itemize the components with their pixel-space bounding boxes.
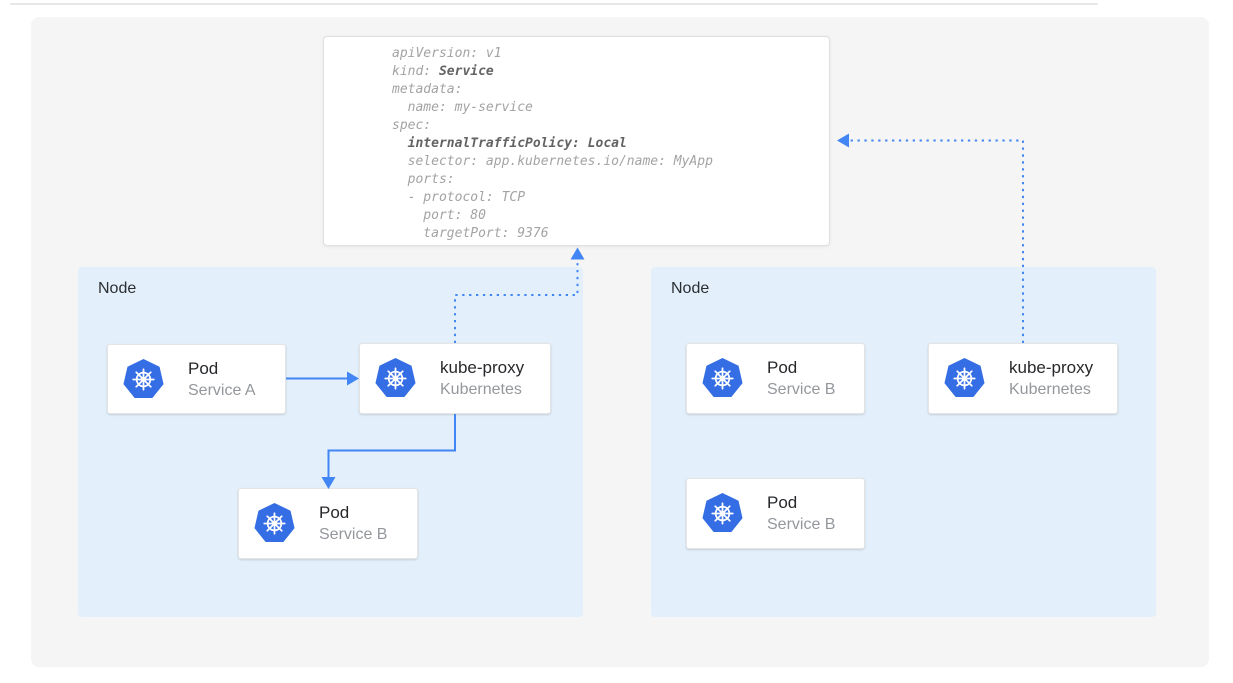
- kube-proxy-box-left: kube-proxy Kubernetes: [359, 343, 551, 414]
- code-segment-plain: kind:: [392, 64, 439, 79]
- box-title: Pod: [188, 358, 219, 378]
- node-label: Node: [98, 280, 137, 297]
- node-right: Node Pod Service B kube-proxy Kubernetes…: [651, 267, 1156, 617]
- box-subtitle: Service B: [767, 381, 836, 398]
- top-divider-line: [10, 3, 1098, 5]
- code-segment-plain: apiVersion: v1: [392, 46, 502, 61]
- kubernetes-icon: [374, 357, 417, 398]
- pod-box-service-b-bottom: Pod Service B: [686, 478, 865, 549]
- box-text: kube-proxy Kubernetes: [440, 357, 524, 400]
- yaml-line: - protocol: TCP: [392, 189, 829, 207]
- kube-proxy-box-right: kube-proxy Kubernetes: [928, 343, 1118, 414]
- yaml-line: apiVersion: v1: [392, 45, 829, 63]
- box-text: Pod Service B: [767, 492, 835, 535]
- code-segment-plain: [392, 136, 408, 151]
- box-subtitle: Kubernetes: [440, 381, 522, 398]
- code-segment-bold: Service: [438, 64, 494, 79]
- node-label: Node: [671, 280, 710, 297]
- code-segment-plain: - protocol: TCP: [392, 190, 526, 205]
- yaml-line: name: my-service: [392, 99, 829, 117]
- box-text: kube-proxy Kubernetes: [1009, 357, 1093, 400]
- code-segment-plain: name: my-service: [392, 100, 533, 115]
- kubernetes-icon: [253, 502, 296, 543]
- pod-box-service-b-top: Pod Service B: [686, 343, 865, 414]
- yaml-line: kind: Service: [392, 63, 829, 81]
- code-segment-plain: selector: app.kubernetes.io/name: MyApp: [392, 154, 713, 169]
- yaml-line: internalTrafficPolicy: Local: [392, 135, 829, 153]
- box-title: Pod: [767, 358, 798, 377]
- yaml-line: targetPort: 9376: [392, 225, 829, 243]
- box-subtitle: Kubernetes: [1009, 381, 1091, 398]
- box-text: Pod Service A: [188, 358, 256, 401]
- kubernetes-icon: [701, 357, 744, 398]
- yaml-line: port: 80: [392, 207, 829, 225]
- box-title: kube-proxy: [440, 358, 525, 377]
- box-title: Pod: [767, 493, 798, 512]
- code-segment-plain: port: 80: [392, 208, 486, 223]
- code-segment-plain: metadata:: [392, 82, 463, 97]
- kubernetes-icon: [701, 492, 744, 533]
- box-subtitle: Service A: [188, 381, 256, 399]
- code-segment-plain: targetPort: 9376: [392, 226, 549, 241]
- box-text: Pod Service B: [319, 502, 387, 545]
- code-segment-plain: spec:: [392, 118, 432, 133]
- code-segment-bold: internalTrafficPolicy: Local: [407, 136, 627, 151]
- kubernetes-icon: [122, 357, 165, 399]
- service-yaml-card: apiVersion: v1 kind: Service metadata: n…: [323, 36, 830, 246]
- yaml-line: selector: app.kubernetes.io/name: MyApp: [392, 153, 829, 171]
- pod-box-service-b-left: Pod Service B: [238, 488, 418, 559]
- box-subtitle: Service B: [319, 526, 388, 543]
- yaml-line: ports:: [392, 171, 829, 189]
- box-text: Pod Service B: [767, 357, 835, 400]
- box-title: Pod: [319, 503, 350, 522]
- node-left: Node Pod Service A kube-proxy Kubernetes…: [78, 267, 583, 617]
- yaml-line: spec:: [392, 117, 829, 135]
- pod-box-service-a: Pod Service A: [107, 344, 286, 414]
- box-subtitle: Service B: [767, 516, 836, 533]
- box-title: kube-proxy: [1009, 358, 1094, 377]
- code-segment-plain: ports:: [392, 172, 455, 187]
- yaml-line: metadata:: [392, 81, 829, 99]
- kubernetes-icon: [943, 357, 986, 398]
